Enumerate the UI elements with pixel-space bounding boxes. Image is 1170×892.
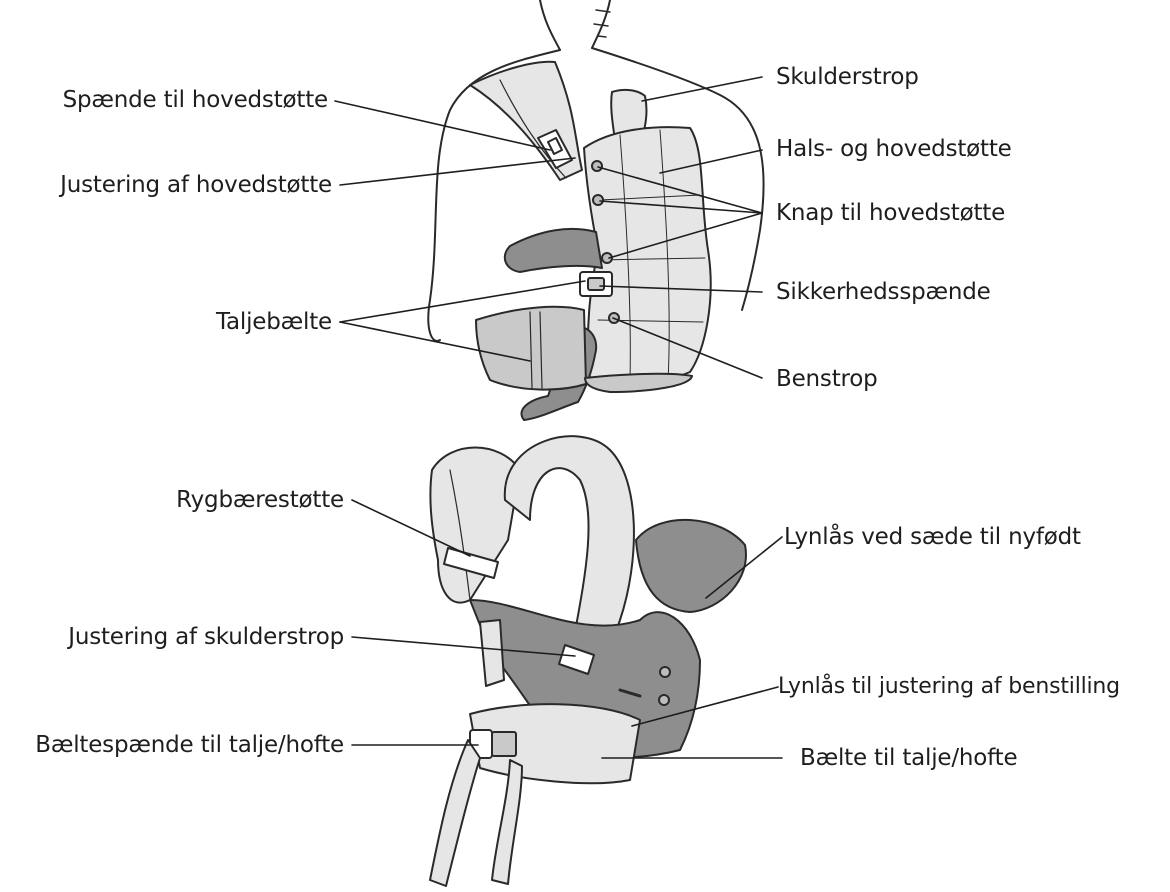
label-waist-belt: Taljebælte xyxy=(215,309,332,335)
label-shoulder-strap: Skulderstrop xyxy=(776,64,919,90)
label-leg-zip: Lynlås til justering af benstilling xyxy=(778,674,1120,699)
carrier-base xyxy=(584,372,693,393)
carrier-product-figure xyxy=(429,435,747,887)
newborn-seat xyxy=(635,519,747,613)
label-newborn-zip: Lynlås ved sæde til nyfødt xyxy=(784,524,1081,550)
head-button-low xyxy=(601,252,613,264)
worn-shoulder-strap-right xyxy=(610,88,648,141)
label-belt-buckle: Bæltespænde til talje/hofte xyxy=(35,732,344,758)
leader-leg-strap xyxy=(612,317,763,379)
front-carrier-figure xyxy=(427,0,765,421)
belt-strap-long-left xyxy=(429,739,481,887)
label-leg-strap: Benstrop xyxy=(776,366,878,392)
label-head-button: Knap til hovedstøtte xyxy=(776,200,1006,226)
leader-neck-support xyxy=(659,149,763,174)
hanging-strap-left xyxy=(479,619,505,687)
back-support-frame xyxy=(429,446,521,604)
leader-shoulder-strap xyxy=(641,76,763,102)
label-safety-buckle: Sikkerhedsspænde xyxy=(776,279,991,305)
leader-head-adjust xyxy=(339,157,576,186)
leader-head-button-1 xyxy=(597,166,763,214)
leader-lines xyxy=(334,76,783,759)
leader-head-button-2 xyxy=(599,200,763,214)
label-head-adjust: Justering af hovedstøtte xyxy=(60,172,332,198)
label-shoulder-adjust: Justering af skulderstrop xyxy=(68,624,344,650)
head-support-buckle-shape xyxy=(537,129,573,169)
label-head-buckle: Spænde til hovedstøtte xyxy=(62,87,329,113)
back-support-buckle-shape xyxy=(443,547,499,579)
leader-shoulder-adjust xyxy=(351,636,576,657)
leader-waist-belt-2 xyxy=(339,321,531,362)
product-button-1 xyxy=(659,666,671,678)
shoulder-adjust-buckle-shape xyxy=(558,644,595,675)
leader-safety-buckle xyxy=(599,285,763,293)
product-button-2 xyxy=(658,694,670,706)
head-button-top xyxy=(591,160,603,172)
label-back-support: Rygbærestøtte xyxy=(176,487,344,513)
leader-head-button-3 xyxy=(608,212,763,259)
leader-head-buckle xyxy=(334,100,551,151)
leader-back-support xyxy=(351,499,471,557)
label-waist-hip-belt: Bælte til talje/hofte xyxy=(800,745,1018,771)
leader-leg-zip xyxy=(631,686,779,727)
baby-arm xyxy=(503,227,603,273)
leader-newborn-zip xyxy=(705,536,783,599)
head-button-mid xyxy=(592,194,604,206)
person-neck xyxy=(539,0,611,51)
leader-waist-belt-1 xyxy=(339,280,586,323)
label-neck-head-support: Hals- og hovedstøtte xyxy=(776,136,1012,162)
belt-strap-long-right xyxy=(491,759,523,885)
leg-zip-shape xyxy=(618,688,642,698)
person-torso xyxy=(427,47,765,342)
person-chin-lines xyxy=(593,9,611,38)
